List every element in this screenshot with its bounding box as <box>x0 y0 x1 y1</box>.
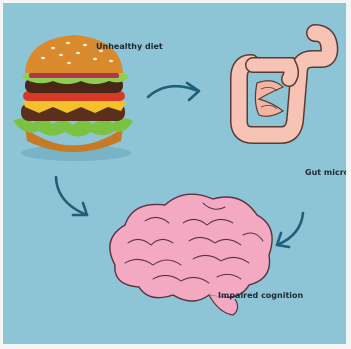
burger-icon <box>13 35 133 161</box>
diagram-canvas: Unhealthy diet Gut microbiot Impaired co… <box>3 3 346 344</box>
gut-microbiota-label: Gut microbiot <box>305 168 346 177</box>
impaired-cognition-label: Impaired cognition <box>218 291 303 300</box>
arrow-down-left-icon <box>277 213 303 247</box>
intestine-icon <box>239 33 329 135</box>
arrow-down-right-icon <box>56 177 87 215</box>
arrow-right-icon <box>148 83 199 100</box>
unhealthy-diet-label: Unhealthy diet <box>96 42 163 51</box>
